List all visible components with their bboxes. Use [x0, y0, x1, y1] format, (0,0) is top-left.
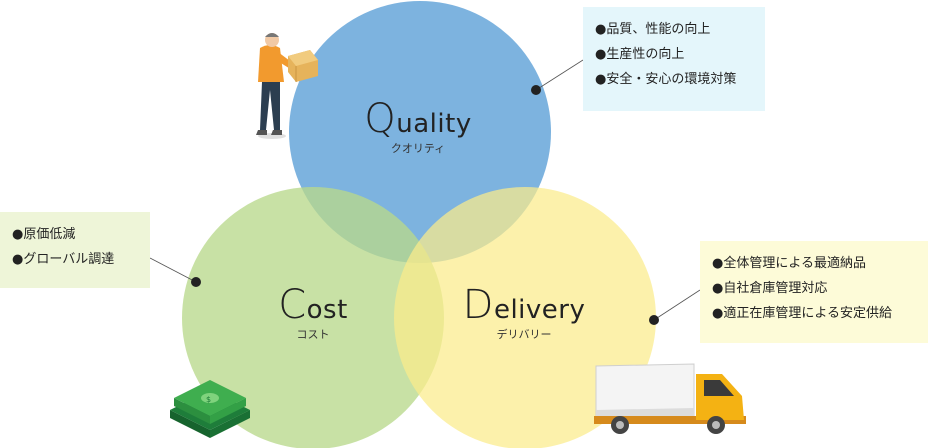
cost-connector — [149, 257, 201, 287]
delivery-truck-icon — [594, 363, 746, 434]
worker-with-box-icon — [256, 33, 318, 139]
money-stack-icon: $ — [170, 380, 250, 438]
delivery-title: Delivery デリバリー — [463, 282, 586, 342]
svg-text:$: $ — [206, 395, 211, 404]
delivery-subtitle: デリバリー — [496, 328, 552, 341]
quality-connector — [531, 59, 584, 95]
quality-rest: uality — [396, 109, 472, 139]
delivery-note: 全体管理による最適納品 — [712, 251, 916, 276]
quality-subtitle: クオリティ — [390, 142, 446, 155]
delivery-note: 適正在庫管理による安定供給 — [712, 301, 916, 326]
cost-initial: C — [278, 282, 307, 328]
quality-title: Quality クオリティ — [364, 96, 471, 156]
cost-note: 原価低減 — [12, 222, 138, 247]
delivery-circle — [394, 187, 656, 448]
quality-notes-box: 品質、性能の向上 生産性の向上 安全・安心の環境対策 — [583, 7, 765, 111]
quality-note: 安全・安心の環境対策 — [595, 67, 753, 92]
quality-note: 品質、性能の向上 — [595, 17, 753, 42]
quality-note: 生産性の向上 — [595, 42, 753, 67]
cost-note: グローバル調達 — [12, 247, 138, 272]
delivery-rest: elivery — [493, 295, 586, 325]
quality-initial: Q — [364, 96, 397, 142]
cost-circle — [182, 187, 444, 448]
delivery-initial: D — [462, 282, 494, 328]
cost-subtitle: コスト — [296, 328, 330, 341]
delivery-connector — [649, 289, 701, 325]
delivery-notes-box: 全体管理による最適納品 自社倉庫管理対応 適正在庫管理による安定供給 — [700, 241, 928, 343]
cost-rest: ost — [306, 295, 348, 325]
cost-notes-box: 原価低減 グローバル調達 — [0, 212, 150, 288]
delivery-note: 自社倉庫管理対応 — [712, 276, 916, 301]
cost-title: Cost コスト — [278, 282, 348, 342]
